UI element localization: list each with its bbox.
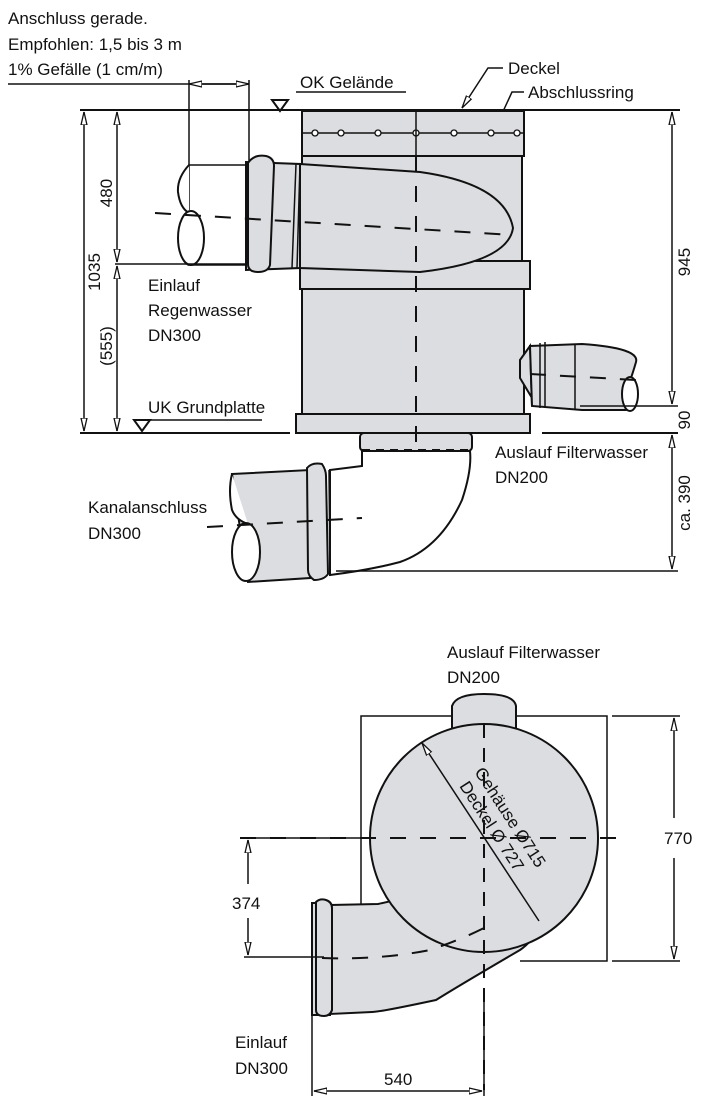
label-top-einlauf-1: Einlauf: [235, 1033, 287, 1052]
inlet-pipe: [176, 154, 515, 274]
ground-level-marker-icon: [270, 99, 290, 113]
outlet-pipe: [519, 342, 639, 412]
label-einlauf-3: DN300: [148, 326, 201, 345]
dim-label-945: 945: [675, 248, 694, 276]
base-level-marker-icon: [132, 419, 152, 433]
dim-label-555: (555): [97, 326, 116, 366]
ring-bolts: [311, 129, 521, 137]
dim-label-374: 374: [232, 894, 260, 913]
label-uk-grundplatte: UK Grundplatte: [148, 398, 265, 417]
channel-pipe: [229, 432, 473, 584]
top-inlet-centerline: [321, 927, 485, 960]
top-view: Auslauf Filterwasser DN200 Gehäuse Ø715 …: [232, 643, 692, 1096]
label-deckel: Deckel: [508, 59, 560, 78]
note-line-1: Anschluss gerade.: [8, 9, 148, 28]
top-outlet-stub: [451, 692, 517, 731]
dim-label-540: 540: [384, 1070, 412, 1089]
housing-lower: [301, 288, 525, 415]
note-line-3: 1% Gefälle (1 cm/m): [8, 60, 163, 79]
length-dimension: [188, 80, 250, 210]
label-einlauf-1: Einlauf: [148, 276, 200, 295]
label-top-auslauf-2: DN200: [447, 668, 500, 687]
label-kanalanschluss-2: DN300: [88, 524, 141, 543]
dim-label-770: 770: [664, 829, 692, 848]
label-top-einlauf-2: DN300: [235, 1059, 288, 1078]
side-view: Anschluss gerade. Empfohlen: 1,5 bis 3 m…: [8, 9, 694, 584]
dim-label-480: 480: [97, 179, 116, 207]
label-auslauf-1: Auslauf Filterwasser: [495, 443, 648, 462]
label-top-auslauf-1: Auslauf Filterwasser: [447, 643, 600, 662]
diameter-line: [421, 743, 540, 922]
channel-centerline: [206, 517, 363, 528]
base-plate: [295, 413, 531, 434]
label-kanalanschluss-1: Kanalanschluss: [88, 498, 207, 517]
deckel-leader: [461, 67, 503, 108]
note-line-2: Empfohlen: 1,5 bis 3 m: [8, 35, 182, 54]
bounding-box: [360, 715, 452, 911]
dim-label-1035: 1035: [85, 253, 104, 291]
label-einlauf-2: Regenwasser: [148, 301, 252, 320]
label-abschlussring: Abschlussring: [528, 83, 634, 102]
label-ok-gelaende: OK Gelände: [300, 73, 394, 92]
label-auslauf-2: DN200: [495, 468, 548, 487]
dim-label-390: ca. 390: [675, 475, 694, 531]
dim-label-90: 90: [675, 411, 694, 430]
